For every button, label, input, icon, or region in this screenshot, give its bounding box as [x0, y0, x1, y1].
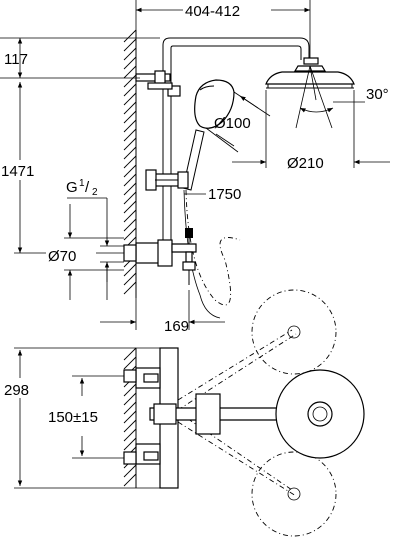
- wall-hatch-line: [123, 137, 137, 151]
- wall-hatch-line: [123, 146, 137, 160]
- dim-thread-numerator: 1: [79, 178, 85, 189]
- shower-hose: [183, 189, 241, 319]
- wall-hatch-line: [123, 428, 137, 442]
- svg-text:/: /: [85, 179, 90, 196]
- slider: [145, 169, 189, 191]
- wall-hatch-line: [123, 47, 137, 61]
- wall-hatch-line: [123, 164, 137, 178]
- wall-hatch-line: [123, 56, 137, 70]
- wall-hatch-line: [123, 110, 137, 124]
- dim-mixer-height-label: 298: [4, 382, 29, 399]
- wall-hatch-line: [123, 218, 137, 232]
- dim-top-offset-label: 117: [4, 51, 28, 68]
- plan-view: 298 150±15: [0, 289, 365, 537]
- wall-hatch-line: [123, 401, 137, 415]
- wall-hatch-line: [123, 410, 137, 424]
- wall-hatch-line: [123, 347, 137, 361]
- wall-hatch-line: [123, 65, 137, 79]
- wall-hatch-line: [123, 200, 137, 214]
- dim-connection-spacing: 150±15: [48, 375, 124, 459]
- dim-mixer-height: 298: [0, 347, 160, 489]
- dim-spout-projection: 169: [100, 290, 225, 335]
- dim-handshower: Ø100: [205, 91, 271, 153]
- dim-slider-height: 1750: [184, 186, 241, 203]
- dim-connection-spacing-label: 150±15: [48, 409, 98, 426]
- wall-hatch-line: [123, 74, 137, 88]
- dim-width-label: 404-412: [185, 3, 240, 20]
- handle-swivel-paths: [177, 289, 337, 537]
- dim-thread-denominator: 2: [92, 187, 98, 198]
- wall-hatch-line: [123, 383, 137, 397]
- wall-hatch-line: [123, 392, 137, 406]
- wall-hatch-line: [123, 173, 137, 187]
- head-shower: [265, 57, 355, 89]
- wall-hatch-line: [123, 155, 137, 169]
- wall-hatch-line: [123, 83, 137, 97]
- wall-hatch-line: [123, 209, 137, 223]
- wall-hatch-line: [123, 182, 137, 196]
- riser-pipe: [162, 37, 310, 255]
- hand-shower: [147, 79, 235, 191]
- dim-thread-label: G: [66, 179, 78, 196]
- dim-top-offset: 117: [0, 37, 160, 79]
- dim-spray-angle: 30°: [366, 86, 389, 103]
- dim-handshower-label: Ø100: [214, 115, 251, 132]
- head-shower-plan: [275, 369, 365, 459]
- dim-thread: G 1 / 2: [66, 178, 124, 300]
- wall-bottom: [123, 347, 137, 488]
- dim-headshower-label: Ø210: [287, 155, 324, 172]
- wall-hatch-line: [123, 227, 137, 241]
- mixer-body: [123, 228, 197, 285]
- wall-top: [123, 29, 137, 298]
- wall-hatch-line: [123, 473, 137, 487]
- wall-hatch-line: [123, 92, 137, 106]
- wall-hatch-line: [123, 128, 137, 142]
- dim-slider-height-label: 1750: [208, 186, 241, 203]
- wall-hatch-line: [123, 437, 137, 451]
- side-elevation-view: 404-412 117 1471 G 1 / 2: [0, 0, 390, 335]
- wall-hatch-line: [123, 281, 137, 295]
- dim-total-height-label: 1471: [1, 163, 34, 180]
- wall-hatch-line: [123, 29, 137, 43]
- wall-hatch-line: [123, 464, 137, 478]
- wall-hatch-line: [123, 272, 137, 286]
- dim-headshower: Ø210: [232, 90, 390, 172]
- wall-hatch-line: [123, 101, 137, 115]
- spray-angle-lines: [295, 65, 365, 129]
- dim-spout-projection-label: 169: [164, 318, 189, 335]
- dim-escutcheon-label: Ø70: [48, 248, 76, 265]
- dim-total-height: 1471: [0, 82, 124, 254]
- wall-hatch-line: [123, 119, 137, 133]
- dim-width: 404-412: [135, 0, 311, 58]
- wall-hatch-line: [123, 191, 137, 205]
- dim-spray-angle-label: 30°: [366, 86, 389, 103]
- dim-escutcheon: Ø70: [46, 204, 124, 300]
- wall-hatch-line: [123, 38, 137, 52]
- wall-hatch-line: [123, 263, 137, 277]
- wall-hatch-line: [123, 419, 137, 433]
- wall-hatch-line: [123, 356, 137, 370]
